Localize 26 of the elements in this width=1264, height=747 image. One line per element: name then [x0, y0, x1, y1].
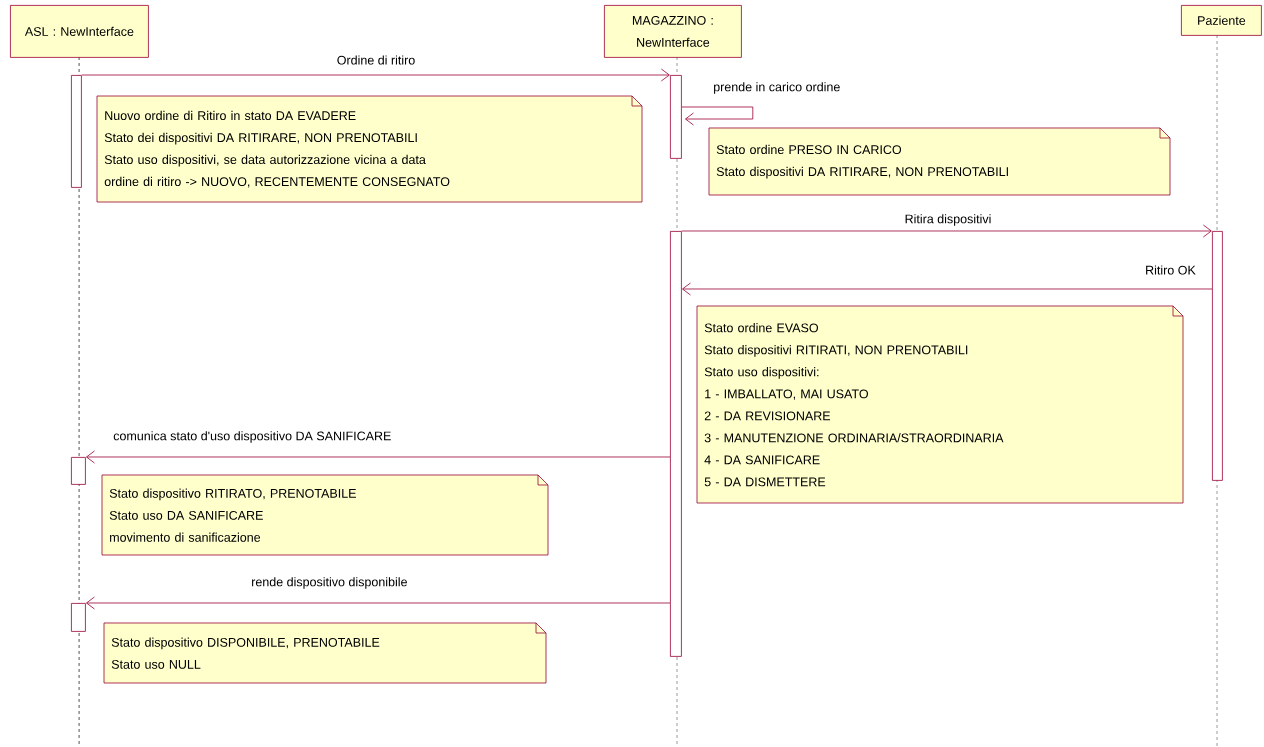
message-label: rende dispositivo disponibile	[252, 577, 407, 589]
message-label: comunica stato d'uso dispositivo DA SANIFICARE	[113, 431, 391, 443]
note-box: Stato dispositivo DISPONIBILE, PRENOTABILE Stato uso NULL	[103, 622, 547, 684]
activation-bar	[71, 457, 86, 485]
message-label: prende in carico ordine	[714, 82, 840, 94]
message-arrow	[81, 68, 670, 82]
message-label: Ritira dispositivi	[905, 214, 991, 226]
participant-box: MAGAZZINO : NewInterface	[604, 5, 742, 58]
message-arrow	[681, 224, 1212, 238]
note-box: Nuovo ordine di Ritiro in stato DA EVADERE Stato dei dispositivi DA RITIRARE, NON PRENOTABILI Stato uso dispositivi, se data autorizzazione vicina a data ordine di ritiro -> NUOVO, RECENTEMENTE CONSEGNATO	[96, 95, 643, 203]
message-arrow	[86, 450, 671, 464]
participant-box: ASL : NewInterface	[10, 5, 149, 58]
message-label: Ritiro OK	[1146, 265, 1196, 275]
message-arrow	[86, 596, 671, 610]
message-arrow	[681, 106, 754, 126]
note-box: Stato ordine EVASO Stato dispositivi RITIRATI, NON PRENOTABILI Stato uso dispositivi: 1 - IMBALLATO, MAI USATO 2 - DA REVISIONARE 3 - MANUTENZIONE ORDINARIA/STRAORDINARIA 4 - DA SANIFICARE 5 - DA DISMETTERE	[696, 305, 1184, 504]
activation-bar	[670, 75, 682, 159]
note-box: Stato dispositivo RITIRATO, PRENOTABILE Stato uso DA SANIFICARE movimento di sanificazione	[101, 474, 549, 556]
activation-bar	[1212, 231, 1223, 481]
message-arrow	[682, 282, 1213, 296]
activation-bar	[71, 603, 86, 632]
activation-bar	[670, 231, 682, 657]
note-box: Stato ordine PRESO IN CARICO Stato dispositivi DA RITIRARE, NON PRENOTABILI	[708, 127, 1171, 196]
participant-box: Paziente	[1181, 5, 1262, 36]
message-label: Ordine di ritiro	[337, 55, 415, 65]
activation-bar	[71, 75, 82, 188]
